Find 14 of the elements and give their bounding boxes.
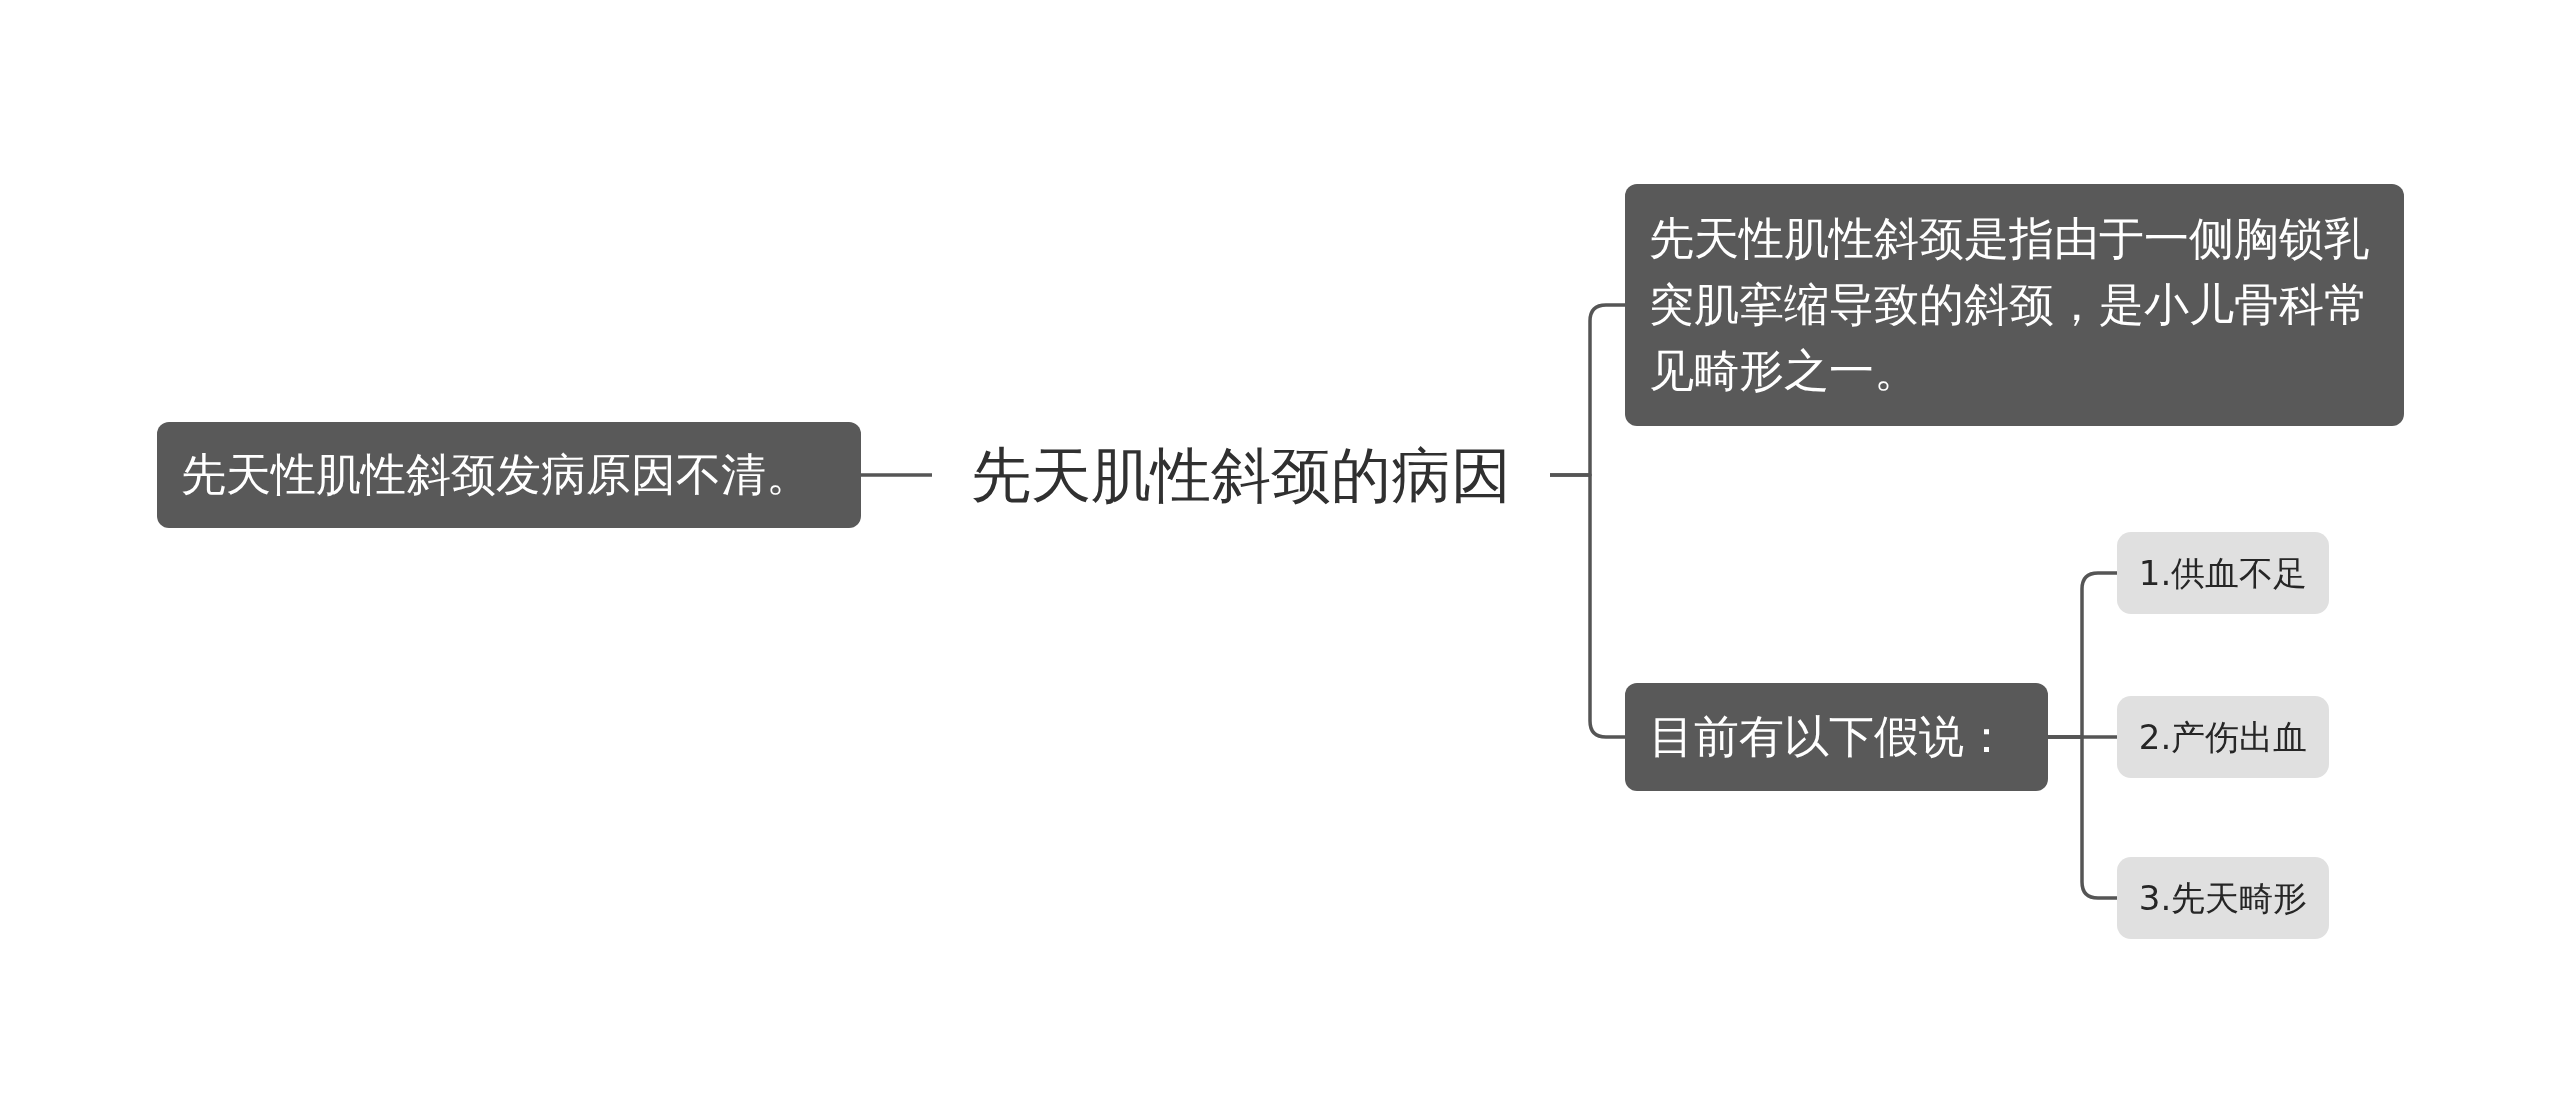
- topic-text: 先天性肌性斜颈发病原因不清。: [181, 447, 811, 503]
- topic-text: 1.供血不足: [2138, 552, 2308, 595]
- subtopic-box: [2117, 696, 2329, 778]
- topic-text: 目前有以下假说：: [1649, 709, 2009, 765]
- subtopic-box: [2117, 532, 2329, 614]
- topic-box: [157, 422, 861, 528]
- topic-text: 3.先天畸形: [2138, 877, 2308, 920]
- topic-box: [1625, 184, 2404, 426]
- topic-box: [1625, 683, 2048, 791]
- connector-line: [861, 473, 932, 477]
- subtopic-box: [2117, 857, 2329, 939]
- topic-text: 先天性肌性斜颈是指由于一侧胸锁乳突肌挛缩导致的斜颈，是小儿骨科常见畸形之一。: [1649, 211, 2370, 399]
- topic-text: 2.产伤出血: [2138, 716, 2308, 759]
- central-topic-text: 先天肌性斜颈的病因: [932, 435, 1550, 515]
